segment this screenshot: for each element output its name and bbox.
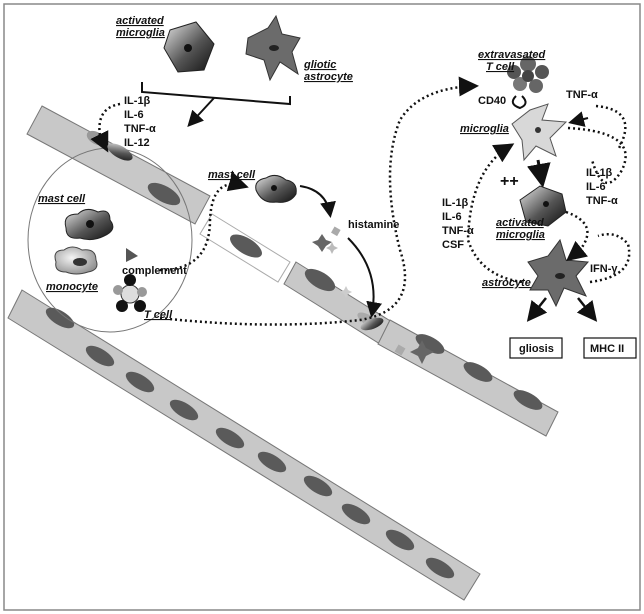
cytokine-right-l-4: CSF <box>442 239 464 251</box>
cytokine-right-r-3: TNF-α <box>586 195 618 207</box>
cytokine-right-l-3: TNF-α <box>442 225 474 237</box>
label-plus-plus: ++ <box>500 173 519 190</box>
microglia-nucleus <box>535 127 541 133</box>
label-histamine: histamine <box>348 219 399 231</box>
cytokine-top-3: TNF-α <box>124 123 156 135</box>
monocyte-nucleus <box>73 258 87 266</box>
astrocyte-nucleus <box>555 273 565 279</box>
cytokine-right-l-1: IL-1β <box>442 197 469 209</box>
label-mast-cell-center: mast cell <box>208 169 256 181</box>
label-gliotic-1: gliotic <box>303 59 336 71</box>
cytokine-top-2: IL-6 <box>124 109 144 121</box>
label-activated-microglia-right-1: activated <box>496 217 544 229</box>
mast-cell-nucleus <box>86 220 94 228</box>
label-mhc-ii: MHC II <box>590 343 624 355</box>
label-activated-microglia-right-2: microglia <box>496 229 545 241</box>
label-monocyte: monocyte <box>46 281 98 293</box>
mast-cell-nucleus <box>271 185 277 191</box>
label-extravasated-2: T cell <box>486 61 515 73</box>
cytokine-right-l-2: IL-6 <box>442 211 462 223</box>
label-tnf-alpha-top: TNF-α <box>566 89 598 101</box>
microglia-nucleus <box>184 44 192 52</box>
label-astrocyte: astrocyte <box>482 277 531 289</box>
astrocyte-nucleus <box>269 45 279 51</box>
cytokine-right-r-1: IL-1β <box>586 167 613 179</box>
label-mast-cell-left: mast cell <box>38 193 86 205</box>
cytokine-top-4: IL-12 <box>124 137 150 149</box>
microglia-nucleus <box>543 201 549 207</box>
label-activated-microglia-2: microglia <box>116 27 165 39</box>
cytokine-top-1: IL-1β <box>124 95 151 107</box>
label-activated-microglia-1: activated <box>116 15 164 27</box>
label-gliosis: gliosis <box>519 343 554 355</box>
label-gliotic-2: astrocyte <box>304 71 353 83</box>
label-extravasated-1: extravasated <box>478 49 546 61</box>
label-t-cell: T cell <box>144 309 173 321</box>
cytokine-right-r-2: IL-6 <box>586 181 606 193</box>
label-cd40: CD40 <box>478 95 506 107</box>
label-ifn-gamma: IFN-γ <box>590 263 618 275</box>
label-microglia: microglia <box>460 123 509 135</box>
label-complement: complement <box>122 265 187 277</box>
